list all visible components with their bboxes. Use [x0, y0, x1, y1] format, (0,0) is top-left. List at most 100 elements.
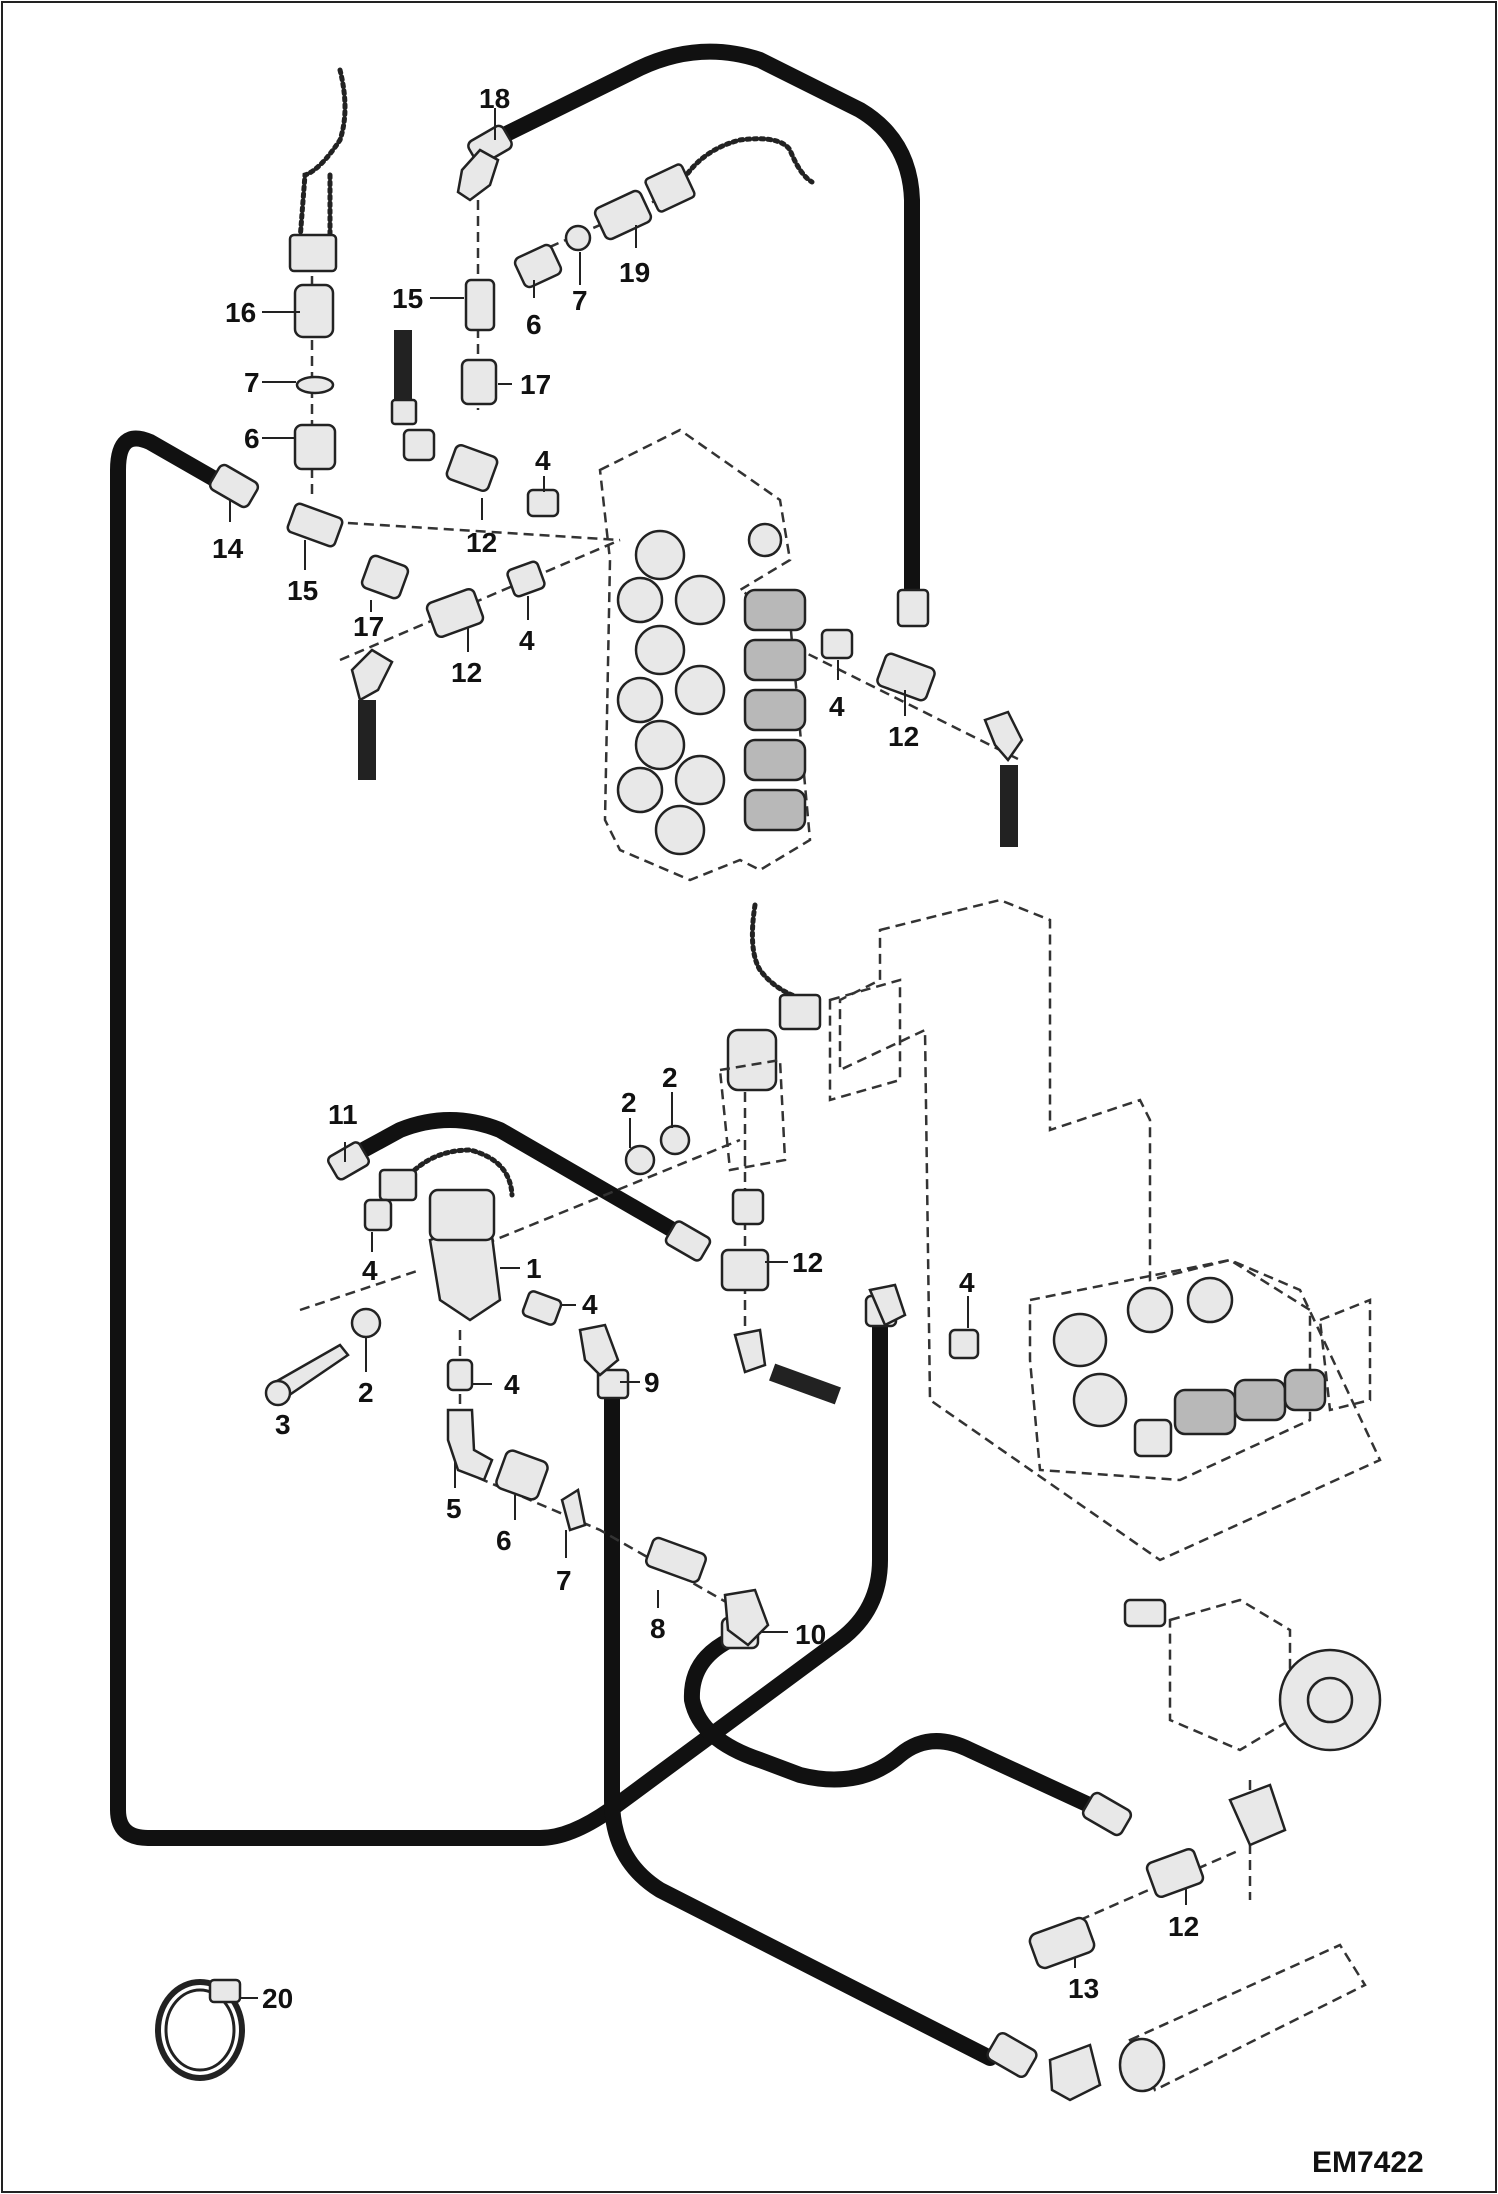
part-13-sensor: [1028, 1916, 1096, 1970]
callout-3: 3: [275, 1409, 291, 1440]
hose-10-right: [683, 1632, 1108, 1818]
part-12-bottom: [1145, 1847, 1205, 1899]
cylinder-body: [1128, 1943, 1367, 2092]
callout-2-c: 2: [358, 1377, 374, 1408]
part-12-bottom-right: [1228, 1783, 1287, 1847]
part-elbow-right: [983, 710, 1024, 763]
callout-6-left: 6: [244, 423, 260, 454]
hose-end-11: [326, 1141, 371, 1181]
callout-12-right: 12: [888, 721, 919, 752]
part-7-top: [564, 224, 592, 252]
part-threaded-right: [1000, 765, 1018, 847]
valve-sections: [616, 522, 807, 856]
part-threaded-top-nut: [390, 398, 418, 426]
part-3-screw-head: [264, 1379, 292, 1407]
bracket-right-ear: [1318, 1298, 1372, 1412]
callout-20: 20: [262, 1983, 293, 2014]
part-4-solenoid-left: [363, 1198, 393, 1232]
part-18-elbow: [456, 148, 500, 202]
secondary-valve: [1028, 1258, 1327, 1482]
part-6-left: [293, 423, 337, 471]
hose-end-top-right: [896, 588, 930, 628]
hose-end-9: [596, 1368, 630, 1400]
hose-end-right: [1081, 1791, 1133, 1837]
callout-4-solenoid-right: 4: [582, 1289, 598, 1320]
upper-parts: [286, 148, 1024, 847]
axis-left-row2: [339, 538, 621, 662]
main-control-valve: [598, 428, 812, 882]
callout-5: 5: [446, 1493, 462, 1524]
callout-17-left: 17: [353, 611, 384, 642]
wires: [297, 67, 815, 1198]
part-15-top: [464, 278, 496, 332]
callout-7-top: 7: [572, 285, 588, 316]
part-4-left: [506, 560, 546, 598]
callout-11: 11: [328, 1099, 358, 1130]
part-8-check: [644, 1536, 708, 1584]
hose-end-arc-right: [664, 1220, 712, 1262]
callout-7-left: 7: [244, 367, 260, 398]
part-2-washer-c: [350, 1307, 382, 1339]
figure-id: EM7422: [1312, 2146, 1424, 2179]
callout-12-left: 12: [451, 657, 482, 688]
wire-top-left: [297, 67, 348, 243]
part-elbow-9: [578, 1323, 620, 1377]
mounting-frame: [828, 898, 1382, 1562]
hose-left-loop: [110, 430, 888, 1846]
part-valve-mid-coil: [726, 1028, 778, 1092]
callout-16: 16: [225, 297, 256, 328]
part-11-connector: [378, 1168, 418, 1202]
callout-13: 13: [1068, 1973, 1099, 2004]
callout-1: 1: [526, 1253, 542, 1284]
part-6-top: [513, 243, 563, 289]
hose-11-arc: [337, 1112, 698, 1248]
callout-15-top: 15: [392, 283, 423, 314]
motor-drum-inner: [1306, 1676, 1354, 1724]
part-17-left: [360, 554, 410, 600]
wire-11: [402, 1147, 515, 1198]
bracket-plate: [828, 978, 902, 1102]
hose-end-bottom: [986, 2031, 1038, 2079]
part-7-left: [295, 375, 335, 395]
part-threaded-top: [394, 330, 412, 405]
part-elbow-mid: [733, 1328, 767, 1374]
part-10-elbow: [723, 1588, 770, 1647]
bracket-top: [838, 898, 1382, 1562]
hose-9-bottom: [604, 1380, 998, 2066]
callout-2-a: 2: [621, 1087, 637, 1118]
part-16-connector: [288, 233, 338, 273]
part-fitting-top: [402, 428, 436, 462]
part-2-washer-a: [624, 1144, 656, 1176]
callout-12-bottom: 12: [1168, 1911, 1199, 1942]
part-4-right: [820, 628, 854, 660]
part-1-solenoid-coil: [428, 1188, 496, 1242]
axis-right-12: [779, 638, 1021, 762]
hoses: [110, 43, 1108, 2066]
axis-solenoid-2: [299, 1268, 421, 1312]
callout-4-far-right: 4: [959, 1267, 975, 1298]
part-4-solenoid-right: [521, 1290, 563, 1326]
callout-19: 19: [619, 257, 650, 288]
hose-end-14: [208, 463, 260, 509]
callout-14: 14: [212, 533, 244, 564]
callout-4-lower: 4: [504, 1369, 520, 1400]
part-16-switch: [293, 283, 335, 339]
callout-4-left: 4: [519, 625, 535, 656]
valve-outline: [598, 428, 812, 882]
callout-9: 9: [644, 1367, 660, 1398]
part-threaded-mid: [769, 1363, 841, 1405]
callout-10: 10: [795, 1619, 826, 1650]
part-7-mid: [560, 1487, 587, 1532]
part-6-mid: [495, 1449, 549, 1501]
callout-7-mid: 7: [556, 1565, 572, 1596]
callout-12-mid: 12: [792, 1247, 823, 1278]
part-elbow-right-mid: [868, 1283, 907, 1327]
part-12-top: [445, 444, 499, 492]
callout-labels: 18 16 15 7 6 7 19 6 17 4 12 14 15 17 4 1…: [212, 83, 1199, 2014]
callout-18: 18: [479, 83, 510, 114]
callout-12-top: 12: [466, 527, 497, 558]
part-fitting-cylinder: [1048, 2043, 1102, 2102]
axis-solenoid: [469, 1138, 741, 1252]
